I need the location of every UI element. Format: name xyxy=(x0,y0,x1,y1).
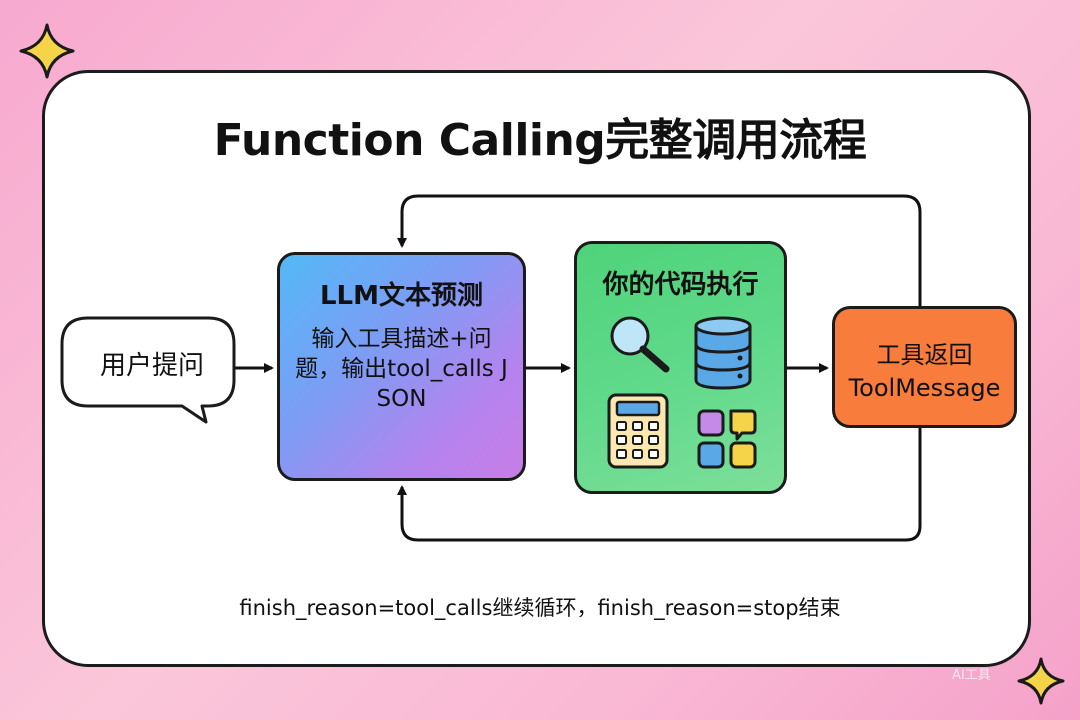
loop-bottom-arrow xyxy=(397,428,922,542)
user-prompt-label: 用户提问 xyxy=(99,350,204,381)
database-icon xyxy=(694,316,752,390)
code-title: 你的代码执行 xyxy=(602,270,759,300)
sparkle-top-left-icon xyxy=(19,23,75,79)
diagram-title: Function Calling完整调用流程 xyxy=(213,115,867,166)
tool-return-box: 工具返回 ToolMessage xyxy=(832,306,1017,428)
llm-prediction-box: LLM文本预测 输入工具描述+问题，输出tool_calls JSON xyxy=(277,252,526,481)
calculator-icon xyxy=(607,393,669,469)
search-icon xyxy=(610,316,670,373)
tool-message-label: ToolMessage xyxy=(848,374,1001,402)
finish-reason-note: finish_reason=tool_calls继续循环，finish_reas… xyxy=(239,596,841,620)
sparkle-bottom-right-icon xyxy=(1017,657,1065,705)
loop-top-arrow xyxy=(397,194,922,306)
watermark: AI工具 xyxy=(952,668,991,683)
apps-icon xyxy=(697,409,757,469)
user-prompt-bubble xyxy=(60,316,236,424)
llm-title: LLM文本预测 xyxy=(319,281,483,311)
llm-description: 输入工具描述+问题，输出tool_calls JSON xyxy=(295,326,508,412)
tool-return-label: 工具返回 xyxy=(876,341,973,369)
